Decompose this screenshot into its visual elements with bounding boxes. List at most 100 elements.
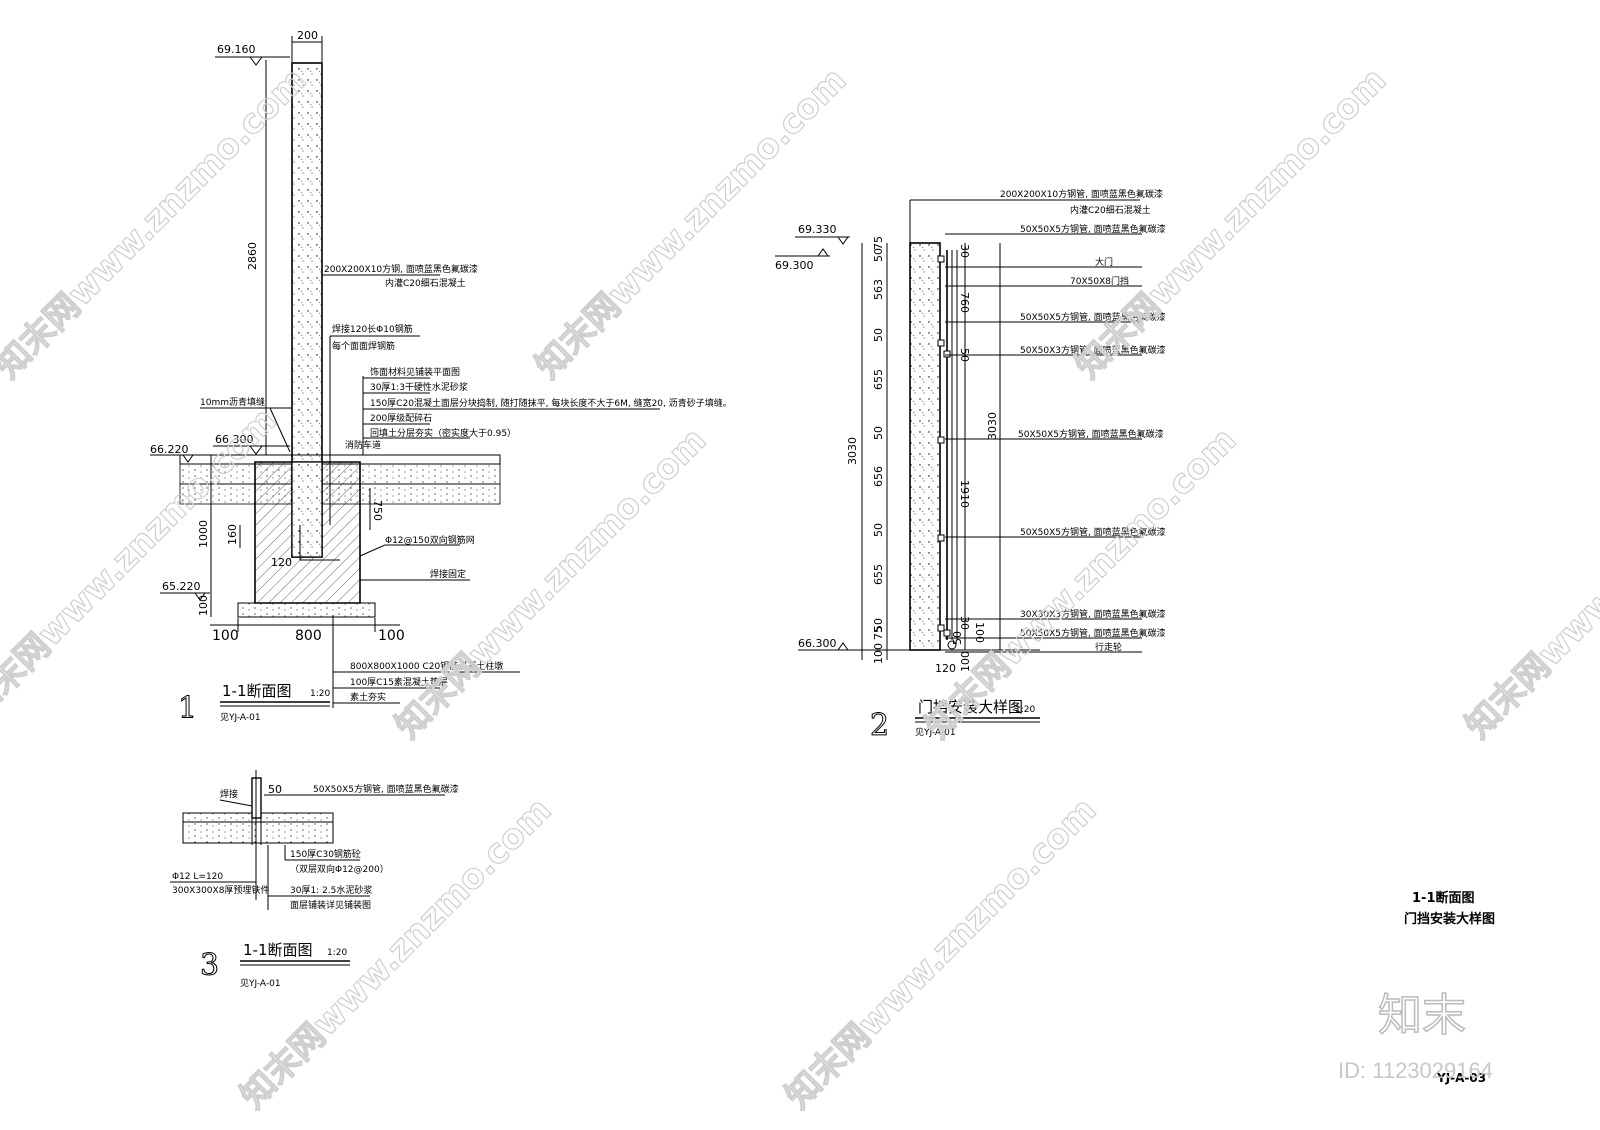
note-d1-joint: 10mm沥青填缝 xyxy=(200,396,265,408)
note-d1-mortar: 30厚1:3干硬性水泥砂浆 xyxy=(370,381,468,393)
watermark-4: 知末网www.znzmo.com xyxy=(0,400,284,726)
detail-3-scale: 1:20 xyxy=(327,948,347,958)
level-69300-text: 69.300 xyxy=(775,259,814,272)
dim-left-10: 75 xyxy=(872,626,885,640)
watermark-7: 知末网www.znzmo.com xyxy=(1458,420,1600,746)
detail-1-section: 69.160 200 2860 66.300 66.220 65.22 xyxy=(150,29,732,727)
note-d1-mesh: Φ12@150双向钢筋网 xyxy=(385,534,475,546)
dim-200: 200 xyxy=(297,29,318,42)
blinding-layer xyxy=(237,602,376,618)
dim-30b: 30 xyxy=(958,616,971,630)
dim-left-6: 656 xyxy=(872,466,885,487)
dim-100-left: 100 xyxy=(212,628,239,644)
dim-left-1: 50 xyxy=(872,248,885,262)
note-d1-column: 200X200X10方钢, 面喷蓝黑色氟碳漆 xyxy=(324,263,478,275)
detail-1-number: 1 xyxy=(178,691,197,726)
dim-3030-left: 3030 xyxy=(846,437,859,465)
detail-1-ref: 见YJ-A-01 xyxy=(220,712,261,723)
dim-left-9: 50 xyxy=(872,618,885,632)
note-d2-n9: 50X50X5方钢管, 面喷蓝黑色氟碳漆 xyxy=(1020,526,1166,538)
note-d1-fire-lane: 消防车道 xyxy=(345,439,381,451)
dim-800: 800 xyxy=(295,628,322,644)
dim-left-5: 50 xyxy=(872,426,885,440)
note-d2-n10: 30X30X3方钢管, 面喷蓝黑色氟碳漆 xyxy=(1020,608,1166,620)
note-d1-blinding: 100厚C15素混凝土垫层 xyxy=(350,676,448,688)
note-d3-plate: 300X300X8厚预埋铁件 xyxy=(172,884,269,896)
dim-left-3: 50 xyxy=(872,328,885,342)
dim-100-right: 100 xyxy=(378,628,405,644)
level-69330-text: 69.330 xyxy=(798,223,837,236)
note-d2-n6: 50X50X5方钢管, 面喷蓝黑色氟碳漆 xyxy=(1020,311,1166,323)
brand-watermark: 知末 xyxy=(1378,990,1466,1041)
detail-1-scale: 1:20 xyxy=(310,689,330,699)
level-69160-text: 69.160 xyxy=(217,43,256,56)
detail-2-number: 2 xyxy=(870,708,889,743)
dim-2860: 2860 xyxy=(246,242,259,270)
dim-160: 160 xyxy=(226,524,239,545)
level-66220-text: 66.220 xyxy=(150,443,189,456)
dim-30a: 30 xyxy=(958,244,971,258)
detail-1-title: 1-1断面图 xyxy=(222,682,292,700)
detail-2-ref: 见YJ-A-01 xyxy=(915,727,956,738)
dim-left-2: 563 xyxy=(872,279,885,300)
note-d3-weld: 焊接 xyxy=(220,788,238,800)
level-66300-text: 66.300 xyxy=(215,433,254,446)
note-d3-tube: 50X50X5方钢管, 面喷蓝黑色氟碳漆 xyxy=(313,783,459,795)
note-d2-n5: 70X50X8门挡 xyxy=(1070,275,1129,287)
detail-2-gate-stop: 69.330 69.300 66.300 7550563506555065650… xyxy=(775,188,1166,744)
level-66300b-text: 66.300 xyxy=(798,637,837,650)
note-d1-pier: 800X800X1000 C20钢筋混凝土柱墩 xyxy=(350,660,503,672)
dim-left-4: 655 xyxy=(872,369,885,390)
dim-750: 750 xyxy=(371,500,384,521)
watermark-1: 知末网www.znzmo.com xyxy=(0,60,314,386)
detail-2-title: 门挡安装大样图 xyxy=(918,698,1023,716)
detail-3-ref: 见YJ-A-01 xyxy=(240,978,281,989)
dim-760: 760 xyxy=(958,292,971,313)
detail-3-title: 1-1断面图 xyxy=(243,941,313,959)
dim-100: 100 xyxy=(973,622,986,643)
note-d2-n7: 50X50X3方钢管, 面喷蓝黑色氟碳漆 xyxy=(1020,344,1166,356)
note-d1-fill: 内灌C20细石混凝土 xyxy=(385,277,466,289)
dim-100-v: 100 xyxy=(197,595,210,616)
note-d3-rebar: （双层双向Φ12@200） xyxy=(290,863,389,875)
detail-2-leaders: 50X50X5方钢管, 面喷蓝黑色氟碳漆大门70X50X8门挡50X50X5方钢… xyxy=(945,223,1166,653)
watermark-9: 知末网www.znzmo.com xyxy=(778,790,1104,1116)
dim-3030-right: 3030 xyxy=(986,412,999,440)
dim-120: 120 xyxy=(271,556,292,569)
note-d1-rebar2: 每个面面焊钢筋 xyxy=(332,340,395,352)
note-d2-n8: 50X50X5方钢管, 面喷蓝黑色氟碳漆 xyxy=(1018,428,1164,440)
level-mark-69160: 69.160 xyxy=(215,43,290,66)
note-d1-gravel: 200厚级配碎石 xyxy=(370,412,432,424)
level-65220-text: 65.220 xyxy=(162,580,201,593)
image-id-watermark: ID: 1123029164 xyxy=(1338,1058,1493,1083)
note-d1-rebar: 焊接120长Φ10钢筋 xyxy=(332,323,413,335)
dim-left-7: 50 xyxy=(872,523,885,537)
sheet-number: YJ-A-03 xyxy=(1436,1071,1486,1085)
sheet-title-2: 门挡安装大样图 xyxy=(1404,911,1495,927)
note-d3-slab: 150厚C30钢筋砼 xyxy=(290,848,361,860)
dim-1910: 1910 xyxy=(958,480,971,508)
sheet-title-1: 1-1断面图 xyxy=(1412,890,1475,906)
dim-left-11: 100 xyxy=(872,643,885,664)
dim-100-d2r: 100 xyxy=(959,651,972,672)
note-d3-bar: Φ12 L=120 xyxy=(172,872,223,882)
note-d1-weld: 焊接固定 xyxy=(430,568,466,580)
note-d2-n3: 50X50X5方钢管, 面喷蓝黑色氟碳漆 xyxy=(1020,223,1166,235)
dim-left-0: 75 xyxy=(872,236,885,250)
note-d3-mortar: 30厚1: 2.5水泥砂浆 xyxy=(290,884,372,896)
note-d2-n4: 大门 xyxy=(1095,256,1113,268)
watermark-6: 知末网www.znzmo.com xyxy=(918,420,1244,746)
note-d1-backfill: 回填土分层夯实（密实度大于0.95） xyxy=(370,427,516,439)
note-d1-subgrade: 素土夯实 xyxy=(350,691,386,703)
note-d2-n12: 行走轮 xyxy=(1095,641,1122,653)
watermark-3: 知末网www.znzmo.com xyxy=(1068,60,1394,386)
dim-1000: 1000 xyxy=(197,520,210,548)
note-d1-finish: 饰面材料见铺装平面图 xyxy=(370,366,460,378)
detail-3-section: 50 50X50X5方钢管, 面喷蓝黑色氟碳漆 焊接 150厚C30钢筋砼 （双… xyxy=(170,770,459,989)
note-d2-fill: 内灌C20细石混凝土 xyxy=(1070,204,1151,216)
detail-3-number: 3 xyxy=(200,948,219,983)
note-d2-n11: 50X50X5方钢管, 面喷蓝黑色氟碳漆 xyxy=(1020,627,1166,639)
note-d3-paving: 面层铺装详见铺装图 xyxy=(290,899,371,911)
note-d1-concrete: 150厚C20混凝土面层分块捣制, 随打随抹平, 每块长度不大于6M, 缝宽20… xyxy=(370,397,732,409)
